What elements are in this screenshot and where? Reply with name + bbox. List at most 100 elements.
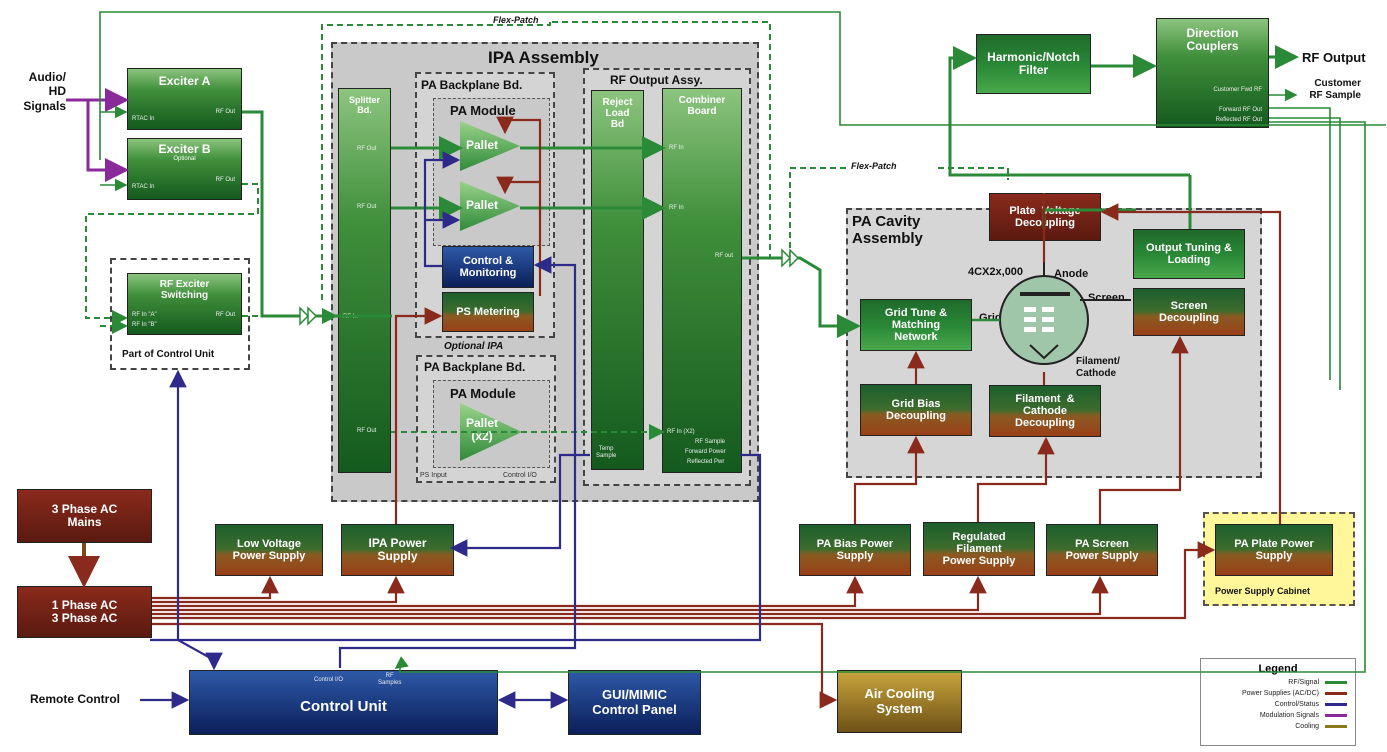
temp-sample-label: Temp Sample xyxy=(596,446,617,459)
exciter-b-sub: Optional xyxy=(173,156,196,163)
splitter-board[interactable]: Splitter Bd. RF Out RF Out RF In RF Out xyxy=(338,88,391,473)
combiner-reflected-pwr: Reflected Pwr xyxy=(687,459,725,465)
optional-ipa-title: Optional IPA xyxy=(444,341,504,352)
ps-metering-label: PS Metering xyxy=(456,305,520,318)
rf-switch-in-a: RF In "A" xyxy=(132,312,157,318)
remote-control-label: Remote Control xyxy=(30,692,120,706)
control-unit-io: Control I/O xyxy=(314,677,344,683)
ipa-power-supply-block[interactable]: IPA Power Supply xyxy=(341,524,454,576)
part-of-control-unit-label: Part of Control Unit xyxy=(122,349,215,360)
grid-bias-decoupling-block[interactable]: Grid Bias Decoupling xyxy=(860,384,972,436)
legend-swatch xyxy=(1325,725,1347,728)
plate-voltage-decoupling-block[interactable]: Plate Voltage Decoupling xyxy=(989,193,1101,241)
filament-cathode-decoupling-block[interactable]: Filament & Cathode Decoupling xyxy=(989,385,1101,437)
reject-load-board[interactable]: Reject Load Bd Temp Sample xyxy=(591,90,644,470)
exciter-b-block[interactable]: Exciter B Optional RTAC In RF Out xyxy=(127,138,242,200)
legend-swatch xyxy=(1325,714,1347,717)
legend-item: RF/Signal xyxy=(1201,677,1355,688)
low-voltage-supply-block[interactable]: Low Voltage Power Supply xyxy=(215,524,323,576)
rf-switch-title: RF Exciter Switching xyxy=(159,279,210,302)
grid-bias-decoupling-label: Grid Bias Decoupling xyxy=(886,397,946,422)
exciter-b-title: Exciter B xyxy=(158,142,211,156)
audio-hd-signals-label: Audio/ HD Signals xyxy=(23,70,66,113)
regulated-filament-supply-block[interactable]: Regulated Filament Power Supply xyxy=(923,522,1035,576)
legend-item: Modulation Signals xyxy=(1201,710,1355,721)
splitter-rfout-1: RF Out xyxy=(357,146,377,152)
pa-plate-supply-block[interactable]: PA Plate Power Supply xyxy=(1215,524,1333,576)
harmonic-notch-filter-label: Harmonic/Notch Filter xyxy=(987,49,1080,77)
legend-item: Power Supplies (AC/DC) xyxy=(1201,688,1355,699)
pa-bias-supply-block[interactable]: PA Bias Power Supply xyxy=(799,524,911,576)
optional-backplane-title: PA Backplane Bd. xyxy=(424,360,526,374)
combiner-forward-power: Forward Power xyxy=(685,449,726,455)
screen-label: Screen xyxy=(1088,292,1125,304)
rf-output-assy-title: RF Output Assy. xyxy=(610,73,703,87)
control-io-label: Control I/O xyxy=(503,472,537,479)
control-unit-block[interactable]: Control Unit Control I/O RF Samples xyxy=(189,670,498,735)
air-cooling-label: Air Cooling System xyxy=(864,685,935,716)
one-three-phase-block[interactable]: 1 Phase AC 3 Phase AC xyxy=(17,586,152,638)
direction-couplers-block[interactable]: Direction Couplers Customer Fwd RF Forwa… xyxy=(1156,18,1269,128)
flex-patch-label-mid: Flex-Patch xyxy=(848,161,900,171)
exciter-a-rfout: RF Out xyxy=(215,109,235,115)
ps-metering-block[interactable]: PS Metering xyxy=(442,292,534,332)
exciter-b-rtac: RTAC In xyxy=(132,184,155,190)
legend-item: Control/Status xyxy=(1201,699,1355,710)
legend-item-label: Cooling xyxy=(1295,723,1319,730)
grid-label: Grid xyxy=(979,312,1002,324)
pa-bias-supply-label: PA Bias Power Supply xyxy=(816,537,894,562)
filament-cathode-label: Filament/ Cathode xyxy=(1076,356,1120,379)
legend-swatch xyxy=(1325,692,1347,695)
control-monitoring-label: Control & Monitoring xyxy=(459,254,517,279)
grid-tune-block[interactable]: Grid Tune & Matching Network xyxy=(860,299,972,351)
control-monitoring-block[interactable]: Control & Monitoring xyxy=(442,246,534,288)
splitter-title: Splitter Bd. xyxy=(348,95,380,116)
low-voltage-supply-label: Low Voltage Power Supply xyxy=(232,537,306,562)
customer-rf-sample-label: Customer RF Sample xyxy=(1309,78,1361,101)
tube-model-label: 4CX2x,000 xyxy=(968,266,1024,278)
pa-module-region xyxy=(433,98,550,246)
gui-mimic-panel-label: GUI/MIMIC Control Panel xyxy=(592,686,677,717)
screen-decoupling-block[interactable]: Screen Decoupling xyxy=(1133,288,1245,336)
rf-switch-rfout: RF Out xyxy=(215,312,235,318)
reject-load-title: Reject Load Bd xyxy=(602,97,633,131)
legend-item-label: RF/Signal xyxy=(1288,679,1319,686)
splitter-rfin: RF In xyxy=(343,314,358,320)
legend-item: Cooling xyxy=(1201,721,1355,732)
air-cooling-block[interactable]: Air Cooling System xyxy=(837,670,962,733)
ipa-assembly-title: IPA Assembly xyxy=(488,48,599,67)
grid-tune-label: Grid Tune & Matching Network xyxy=(884,306,948,344)
screen-decoupling-label: Screen Decoupling xyxy=(1159,299,1219,324)
combiner-rf-sample: RF Sample xyxy=(695,439,726,445)
combiner-rfin-1: RF In xyxy=(669,145,684,151)
regulated-filament-supply-label: Regulated Filament Power Supply xyxy=(942,530,1016,568)
forward-rf-out-label: Forward RF Out xyxy=(1218,107,1262,113)
combiner-rfin-2: RF In xyxy=(669,205,684,211)
combiner-board[interactable]: Combiner Board RF In RF In RF out RF In … xyxy=(662,88,742,473)
output-tuning-block[interactable]: Output Tuning & Loading xyxy=(1133,229,1245,279)
modulation-lines xyxy=(66,88,129,182)
filament-cathode-decoupling-label: Filament & Cathode Decoupling xyxy=(1015,392,1075,430)
rf-switch-in-b: RF In "B" xyxy=(132,322,157,328)
pa-plate-supply-label: PA Plate Power Supply xyxy=(1234,537,1314,562)
customer-fwd-label: Customer Fwd RF xyxy=(1213,87,1262,93)
direction-couplers-title: Direction Couplers xyxy=(1186,26,1239,54)
pa-screen-supply-block[interactable]: PA Screen Power Supply xyxy=(1046,524,1158,576)
harmonic-notch-filter-block[interactable]: Harmonic/Notch Filter xyxy=(976,34,1091,94)
legend-swatch xyxy=(1325,681,1347,684)
reflected-rf-out-label: Reflected RF Out xyxy=(1215,117,1262,123)
exciter-a-block[interactable]: Exciter A RTAC In RF Out xyxy=(127,68,242,130)
splitter-rfout-2: RF Out xyxy=(357,204,377,210)
legend-item-label: Control/Status xyxy=(1274,701,1319,708)
pa-screen-supply-label: PA Screen Power Supply xyxy=(1065,537,1139,562)
control-unit-samples: RF Samples xyxy=(378,673,402,686)
three-phase-mains-block[interactable]: 3 Phase AC Mains xyxy=(17,489,152,543)
legend-swatch xyxy=(1325,703,1347,706)
rf-switch-block[interactable]: RF Exciter Switching RF In "A" RF In "B"… xyxy=(127,273,242,335)
optional-pa-module-title: PA Module xyxy=(450,386,516,401)
exciter-b-rfout: RF Out xyxy=(215,177,235,183)
combiner-rfout: RF out xyxy=(714,253,733,259)
gui-mimic-panel-block[interactable]: GUI/MIMIC Control Panel xyxy=(568,670,701,735)
plate-voltage-decoupling-label: Plate Voltage Decoupling xyxy=(1009,204,1081,229)
